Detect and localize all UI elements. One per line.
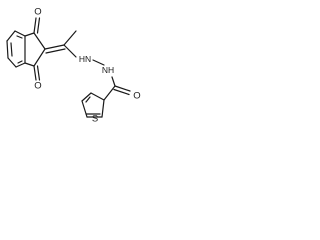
- oxygen-amide-label: O: [133, 91, 140, 102]
- carbonyl-bottom: [33, 65, 41, 81]
- carbonyl-top: [33, 17, 41, 34]
- oxygen-bottom-label: O: [34, 81, 41, 92]
- chemical-structure: O O HN NH O S: [6, 7, 141, 125]
- oxygen-top-label: O: [34, 7, 41, 18]
- nitrogen-hn-label: HN: [79, 54, 91, 64]
- carbonyl-amide: [113, 85, 131, 96]
- exocyclic-double-bond: [44, 44, 66, 54]
- thiophene-ring: [81, 92, 105, 118]
- amide-thiophene-bond: [103, 85, 116, 101]
- hydrazine-bond: [92, 59, 105, 66]
- nitrogen-nh-label: NH: [102, 65, 114, 75]
- sulfur-label: S: [92, 114, 98, 125]
- amide-n-bond: [111, 76, 116, 87]
- benzene-ring: [6, 30, 26, 68]
- cyclopentanedione-ring: [24, 32, 46, 67]
- methyl-bond: [63, 30, 77, 46]
- enamine-bond: [63, 44, 77, 58]
